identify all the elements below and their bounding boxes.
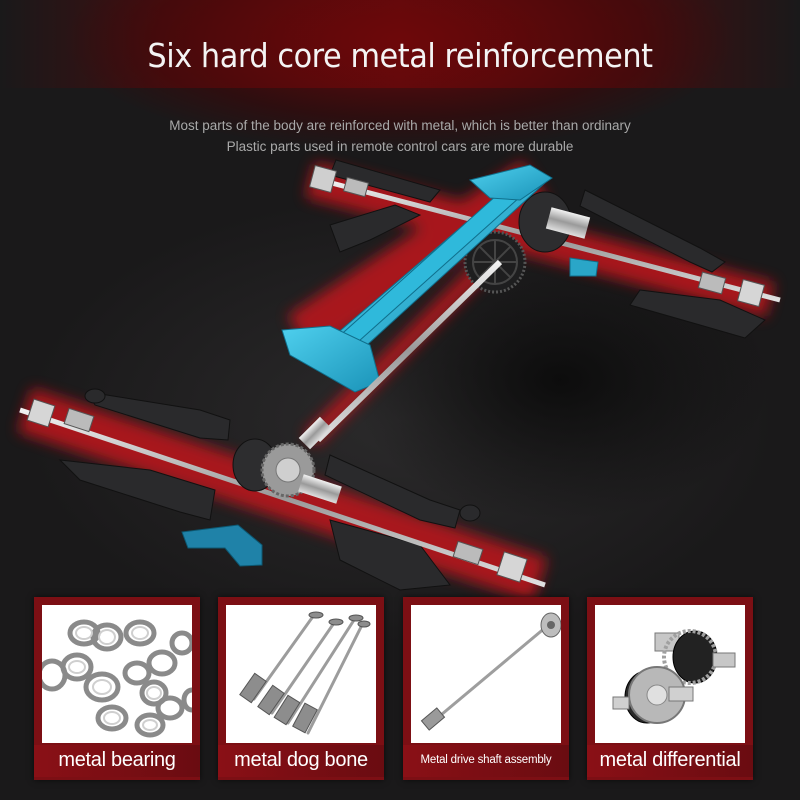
feature-label: metal bearing	[34, 745, 200, 777]
feature-card-drive-shaft: Metal drive shaft assembly	[403, 597, 569, 780]
subtitle-line-1: Most parts of the body are reinforced wi…	[169, 118, 631, 133]
blue-chassis-brace	[281, 164, 599, 393]
title-band	[0, 0, 800, 88]
bearing-icon	[42, 619, 192, 738]
rear-suspension-arms	[329, 159, 766, 339]
page-title: Six hard core metal reinforcement	[147, 36, 653, 76]
feature-label: Metal drive shaft assembly	[403, 745, 569, 777]
dog-bone-icon	[239, 611, 371, 735]
front-suspension-arms	[58, 388, 481, 591]
feature-card-metal-differential: metal differential	[587, 597, 753, 780]
subtitle-line-2: Plastic parts used in remote control car…	[226, 139, 574, 154]
rear-axle	[308, 164, 781, 308]
bearing-photo	[42, 605, 192, 743]
subtitle: Most parts of the body are reinforced wi…	[0, 115, 800, 157]
center-drive-shaft	[315, 259, 503, 443]
feature-label: metal differential	[587, 745, 753, 777]
drive-shaft-icon	[420, 612, 561, 731]
feature-label: metal dog bone	[218, 745, 384, 777]
dog-bone-photo	[226, 605, 376, 743]
differential-icon	[612, 629, 736, 724]
feature-card-metal-dog-bone: metal dog bone	[218, 597, 384, 780]
drive-shaft-photo	[411, 605, 561, 743]
differential-photo	[595, 605, 745, 743]
feature-card-metal-bearing: metal bearing	[34, 597, 200, 780]
front-axle	[19, 398, 546, 588]
front-blue-mount	[181, 524, 263, 567]
spur-gear	[463, 230, 527, 294]
exploded-chassis-illustration	[17, 159, 781, 600]
